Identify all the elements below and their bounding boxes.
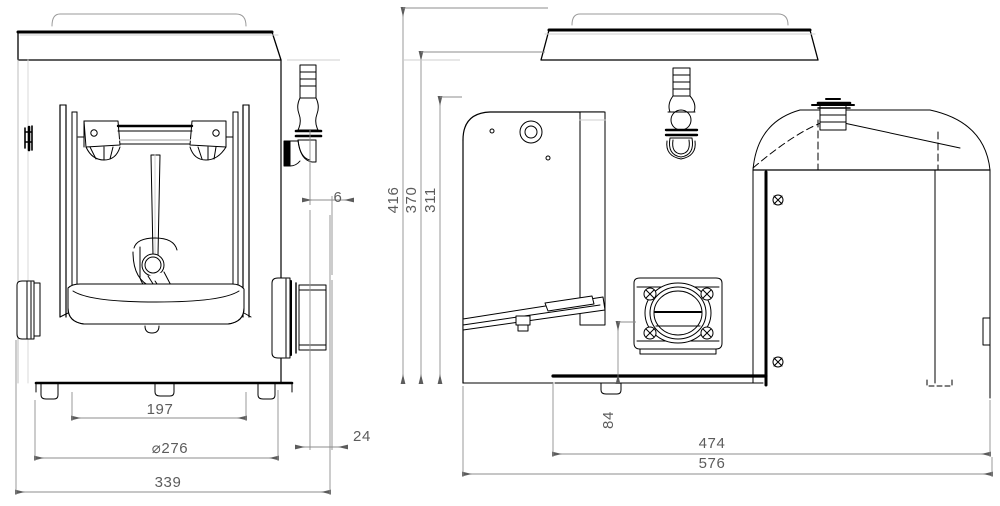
front-agitator-frame xyxy=(59,104,250,318)
side-flange-plate xyxy=(633,277,723,355)
dim-311 xyxy=(437,96,462,384)
front-bowl xyxy=(59,283,252,334)
front-view xyxy=(16,13,327,400)
dim-474-label: 474 xyxy=(699,435,726,452)
dimension-annotations xyxy=(15,7,993,495)
dim-276 xyxy=(34,390,279,461)
front-hose-barb-outlet xyxy=(283,64,323,167)
dim-24-label: 24 xyxy=(353,428,371,445)
side-inclined-tray xyxy=(462,295,606,332)
dim-370-label: 370 xyxy=(403,187,420,214)
side-flange-corner-screws xyxy=(643,287,714,340)
front-stirrer-shaft xyxy=(150,154,161,256)
side-vertical-post xyxy=(579,111,606,326)
front-right-flange-port xyxy=(271,277,327,359)
front-top-lid xyxy=(16,13,282,61)
dim-576-label: 576 xyxy=(699,455,726,472)
front-cross-shaft xyxy=(116,124,194,145)
dim-576 xyxy=(462,386,993,477)
dim-197-label: 197 xyxy=(147,401,174,418)
dim-311-label: 311 xyxy=(422,187,439,213)
dim-474 xyxy=(552,383,991,457)
side-tank-body xyxy=(752,169,991,399)
dim-6 xyxy=(302,130,354,275)
dim-6-label: 6 xyxy=(334,189,343,206)
dim-416-label: 416 xyxy=(385,187,402,214)
dim-416 xyxy=(400,7,548,384)
side-tank-fasteners xyxy=(772,194,784,368)
front-base-plate xyxy=(34,381,294,400)
dim-276-label: ⌀276 xyxy=(152,440,188,457)
dimension-labels: 6 197 ⌀276 24 339 416 370 311 84 474 576 xyxy=(147,187,726,491)
dim-339 xyxy=(15,215,331,495)
side-top-lid xyxy=(540,13,819,61)
dim-339-label: 339 xyxy=(155,474,182,491)
side-base-plate xyxy=(462,374,768,395)
front-left-small-bracket-icon xyxy=(24,125,33,152)
dim-24 xyxy=(295,210,348,450)
dim-84-label: 84 xyxy=(600,411,617,429)
side-view xyxy=(462,13,991,399)
side-hose-barb-fitting xyxy=(664,67,699,160)
side-round-boss xyxy=(519,120,543,144)
side-tank-top-fitting xyxy=(811,98,855,131)
side-dome-tank xyxy=(752,109,991,171)
side-rear-panel xyxy=(462,111,605,384)
front-left-pivot-bearing xyxy=(77,120,121,161)
dim-197 xyxy=(71,392,247,421)
front-left-side-port xyxy=(16,280,41,340)
front-right-pivot-bearing xyxy=(189,120,234,161)
front-main-body xyxy=(17,59,282,384)
dim-84 xyxy=(615,321,636,384)
dim-370 xyxy=(418,51,545,384)
